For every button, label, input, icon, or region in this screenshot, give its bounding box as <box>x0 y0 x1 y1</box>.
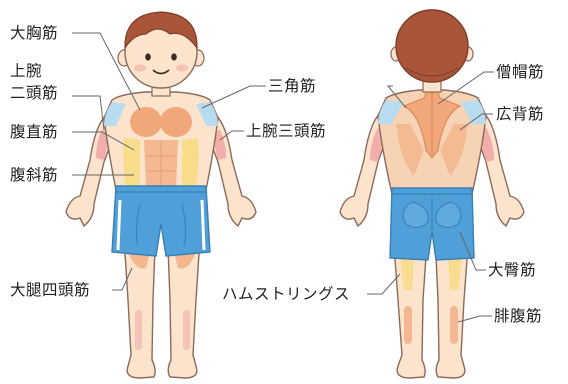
back-head <box>391 10 473 82</box>
back-hamstrings <box>400 258 462 290</box>
label-triceps: 上腕三頭筋 <box>246 122 326 140</box>
label-obliques: 腹斜筋 <box>10 166 58 184</box>
label-gastrocnemius: 腓腹筋 <box>494 307 542 325</box>
label-rectus-abdominis: 腹直筋 <box>10 123 58 141</box>
front-shorts <box>112 186 210 256</box>
label-trapezius: 僧帽筋 <box>496 63 544 81</box>
left-eye <box>145 53 151 60</box>
label-biceps-line2: 二頭筋 <box>10 84 58 102</box>
label-deltoid: 三角筋 <box>268 77 316 95</box>
label-biceps-line1: 上腕 <box>10 62 42 80</box>
label-pectoralis-major: 大胸筋 <box>10 24 58 42</box>
right-eye <box>171 53 177 60</box>
label-quadriceps: 大腿四頭筋 <box>10 281 90 299</box>
label-hamstrings: ハムストリングス <box>222 285 350 303</box>
back-hair <box>396 10 468 82</box>
front-figure <box>66 12 256 378</box>
label-gluteus-maximus: 大臀筋 <box>488 261 536 279</box>
label-latissimus-dorsi: 広背筋 <box>496 105 544 123</box>
front-head <box>118 12 204 88</box>
back-shorts <box>390 188 474 260</box>
